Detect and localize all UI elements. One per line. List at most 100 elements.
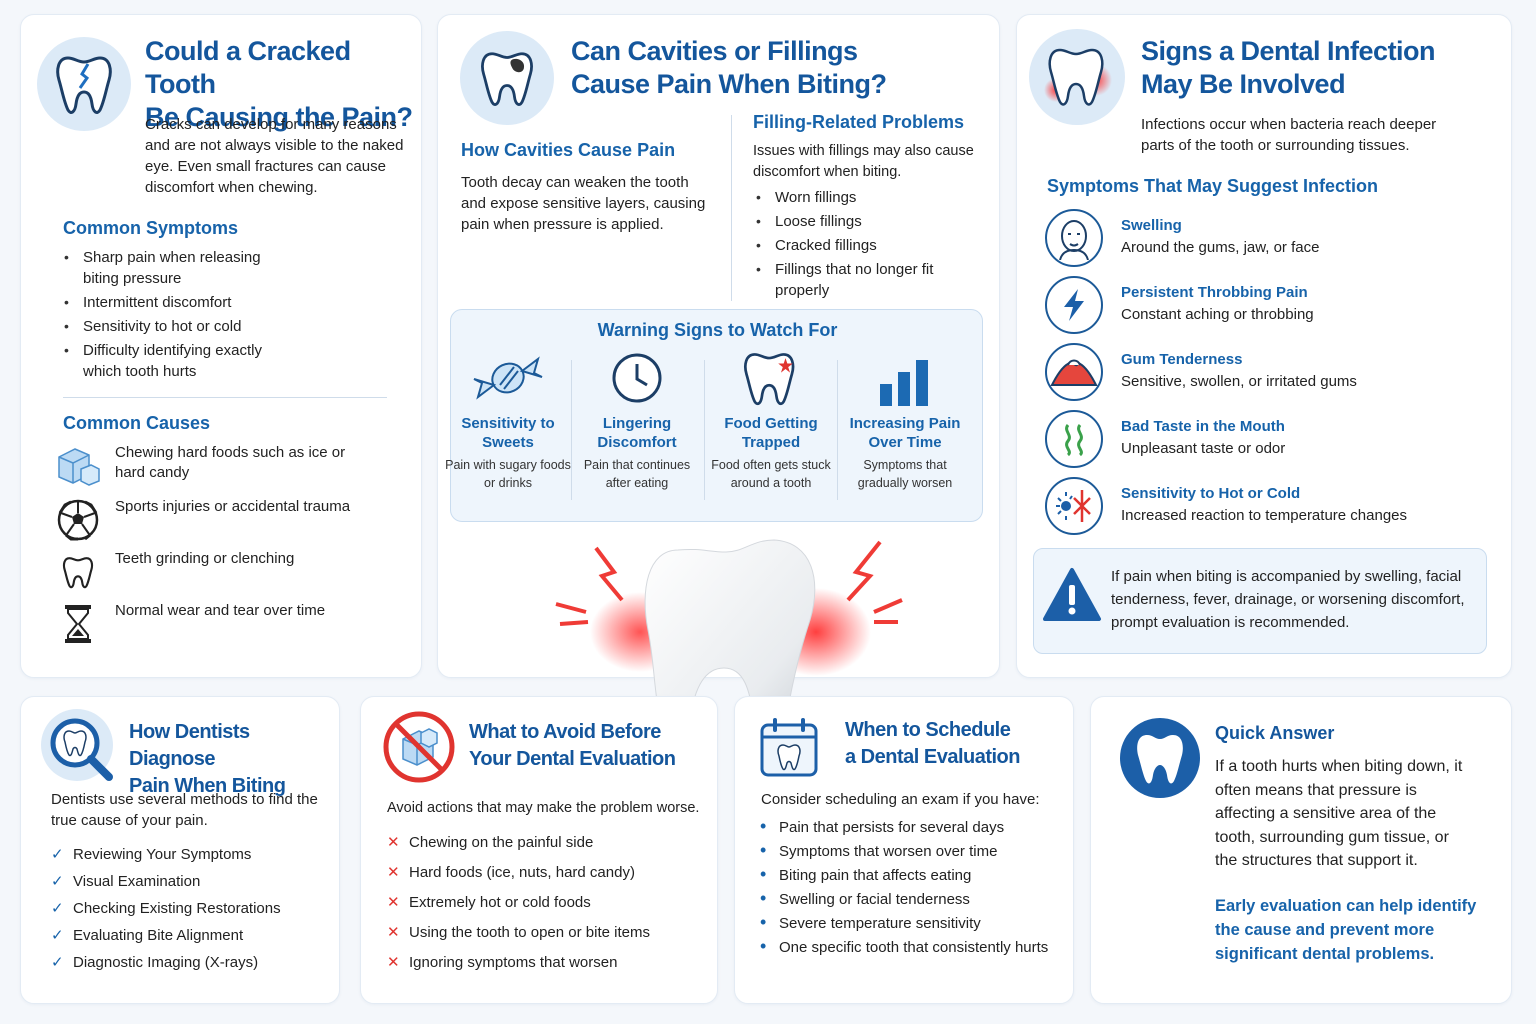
diagnose-method-item: Visual Examination bbox=[51, 868, 321, 895]
cavity-tooth-icon bbox=[460, 31, 554, 125]
quick-answer-highlight: Early evaluation can help identify the c… bbox=[1215, 897, 1477, 963]
no-ice-icon bbox=[381, 709, 457, 790]
gum-icon bbox=[1045, 343, 1103, 401]
schedule-reasons-list: Pain that persists for several daysSympt… bbox=[757, 816, 1067, 961]
cause-item: Sports injuries or accidental trauma bbox=[55, 497, 375, 543]
cracked-tooth-icon bbox=[37, 37, 131, 131]
lightning-icon bbox=[1045, 276, 1103, 334]
painful-tooth-illustration bbox=[548, 520, 908, 760]
common-symptoms-heading: Common Symptoms bbox=[63, 218, 239, 238]
ice-cube-icon bbox=[55, 443, 101, 489]
diagnose-method-item: Diagnostic Imaging (X-rays) bbox=[51, 949, 321, 976]
filling-problem-item: Fillings that no longer fit properly bbox=[753, 259, 973, 301]
avoid-item: Hard foods (ice, nuts, hard candy) bbox=[385, 858, 705, 888]
filling-problems-heading: Filling-Related Problems bbox=[753, 112, 965, 132]
odor-icon bbox=[1045, 410, 1103, 468]
bar-chart-icon bbox=[840, 350, 970, 406]
schedule-intro: Consider scheduling an exam if you have: bbox=[761, 791, 1040, 808]
cavities-title: Can Cavities or Fillings Cause Pain When… bbox=[571, 36, 887, 99]
diagnose-method-item: Evaluating Bite Alignment bbox=[51, 922, 321, 949]
diagnose-card: How Dentists Diagnose Pain When Biting D… bbox=[20, 696, 340, 1004]
schedule-reason-item: Swelling or facial tenderness bbox=[757, 888, 1067, 910]
diagnose-method-item: Reviewing Your Symptoms bbox=[51, 841, 321, 868]
filling-problem-item: Loose fillings bbox=[753, 211, 973, 232]
schedule-reason-item: Symptoms that worsen over time bbox=[757, 840, 1067, 862]
avoid-card: What to Avoid Before Your Dental Evaluat… bbox=[360, 696, 718, 1004]
cause-item: Normal wear and tear over time bbox=[55, 601, 375, 647]
how-cavities-heading: How Cavities Cause Pain bbox=[461, 140, 676, 160]
cracked-tooth-card: Could a Cracked Tooth Be Causing the Pai… bbox=[20, 14, 422, 678]
warning-signs-panel: Warning Signs to Watch For Sensitivity t… bbox=[445, 309, 983, 522]
diagnose-method-item: Checking Existing Restorations bbox=[51, 895, 321, 922]
schedule-card: When to Schedule a Dental Evaluation Con… bbox=[734, 696, 1074, 1004]
calendar-tooth-icon bbox=[759, 717, 819, 784]
symptom-item: Intermittent discomfort bbox=[61, 292, 281, 313]
symptom-item: Sharp pain when releasing biting pressur… bbox=[61, 247, 281, 289]
avoid-list: Chewing on the painful sideHard foods (i… bbox=[385, 828, 705, 978]
quick-answer-text: If a tooth hurts when biting down, it of… bbox=[1215, 758, 1463, 869]
cracked-title: Could a Cracked Tooth Be Causing the Pai… bbox=[145, 36, 413, 132]
schedule-reason-item: Pain that persists for several days bbox=[757, 816, 1067, 838]
schedule-reason-item: One specific tooth that consistently hur… bbox=[757, 936, 1067, 958]
warning-signs-heading: Warning Signs to Watch For bbox=[597, 320, 838, 340]
infection-symptom: Gum Tenderness Sensitive, swollen, or ir… bbox=[1045, 343, 1475, 403]
schedule-reason-item: Severe temperature sensitivity bbox=[757, 912, 1067, 934]
soccer-ball-icon bbox=[55, 497, 101, 543]
warning-item: Food Getting Trapped Food often gets stu… bbox=[706, 350, 836, 492]
cause-item: Chewing hard foods such as ice or hard c… bbox=[55, 443, 375, 489]
candy-icon bbox=[443, 350, 573, 406]
quick-answer-title: Quick Answer bbox=[1215, 723, 1335, 743]
diagnose-intro: Dentists use several methods to find the… bbox=[51, 791, 318, 829]
cracked-intro: Cracks can develop for many reasons and … bbox=[145, 116, 404, 196]
infection-card: Signs a Dental Infection May Be Involved… bbox=[1016, 14, 1512, 678]
diagnose-methods-list: Reviewing Your SymptomsVisual Examinatio… bbox=[51, 841, 321, 976]
filling-problem-item: Worn fillings bbox=[753, 187, 973, 208]
filling-problems-list: Worn fillingsLoose fillingsCracked filli… bbox=[753, 187, 973, 304]
hot-cold-icon bbox=[1045, 477, 1103, 535]
quick-answer-card: Quick Answer If a tooth hurts when bitin… bbox=[1090, 696, 1512, 1004]
infection-title: Signs a Dental Infection May Be Involved bbox=[1141, 36, 1436, 99]
infection-alert-text: If pain when biting is accompanied by sw… bbox=[1111, 568, 1465, 631]
tooth-badge-icon bbox=[1119, 717, 1201, 804]
face-icon bbox=[1045, 209, 1103, 267]
infection-alert-box: If pain when biting is accompanied by sw… bbox=[1033, 548, 1487, 654]
cause-item: Teeth grinding or clenching bbox=[55, 549, 375, 595]
infection-symptom: Sensitivity to Hot or Cold Increased rea… bbox=[1045, 477, 1475, 537]
avoid-title: What to Avoid Before Your Dental Evaluat… bbox=[469, 721, 676, 770]
how-cavities-text: Tooth decay can weaken the tooth and exp… bbox=[461, 174, 706, 233]
tooth-food-icon bbox=[706, 350, 836, 406]
avoid-item: Extremely hot or cold foods bbox=[385, 888, 705, 918]
filling-intro: Issues with fillings may also cause disc… bbox=[753, 143, 974, 180]
infection-symptom: Bad Taste in the Mouth Unpleasant taste … bbox=[1045, 410, 1475, 470]
divider bbox=[63, 397, 387, 398]
infected-tooth-icon bbox=[1029, 29, 1125, 125]
infection-intro: Infections occur when bacteria reach dee… bbox=[1141, 116, 1437, 154]
filling-problem-item: Cracked fillings bbox=[753, 235, 973, 256]
avoid-intro: Avoid actions that may make the problem … bbox=[387, 800, 700, 816]
infection-symptoms-heading: Symptoms That May Suggest Infection bbox=[1047, 176, 1379, 196]
magnifier-tooth-icon bbox=[39, 707, 133, 794]
diagnose-title: How Dentists Diagnose Pain When Biting bbox=[129, 721, 286, 797]
warning-divider bbox=[704, 360, 705, 500]
warning-divider bbox=[571, 360, 572, 500]
warning-divider bbox=[837, 360, 838, 500]
warning-item: Increasing Pain Over Time Symptoms that … bbox=[840, 350, 970, 492]
avoid-item: Ignoring symptoms that worsen bbox=[385, 948, 705, 978]
infection-symptom: Persistent Throbbing Pain Constant achin… bbox=[1045, 276, 1475, 336]
hourglass-icon bbox=[55, 601, 101, 647]
warning-triangle-icon bbox=[1042, 567, 1102, 628]
avoid-item: Using the tooth to open or bite items bbox=[385, 918, 705, 948]
common-symptoms-list: Sharp pain when releasing biting pressur… bbox=[61, 247, 281, 385]
column-divider bbox=[731, 115, 732, 301]
tooth-icon bbox=[55, 549, 101, 595]
warning-item: Sensitivity to Sweets Pain with sugary f… bbox=[443, 350, 573, 492]
avoid-item: Chewing on the painful side bbox=[385, 828, 705, 858]
clock-icon bbox=[572, 350, 702, 406]
infection-symptom: Swelling Around the gums, jaw, or face bbox=[1045, 209, 1475, 269]
schedule-title: When to Schedule a Dental Evaluation bbox=[845, 719, 1021, 768]
schedule-reason-item: Biting pain that affects eating bbox=[757, 864, 1067, 886]
symptom-item: Difficulty identifying exactly which too… bbox=[61, 340, 281, 382]
symptom-item: Sensitivity to hot or cold bbox=[61, 316, 281, 337]
common-causes-heading: Common Causes bbox=[63, 413, 211, 433]
warning-item: Lingering Discomfort Pain that continues… bbox=[572, 350, 702, 492]
